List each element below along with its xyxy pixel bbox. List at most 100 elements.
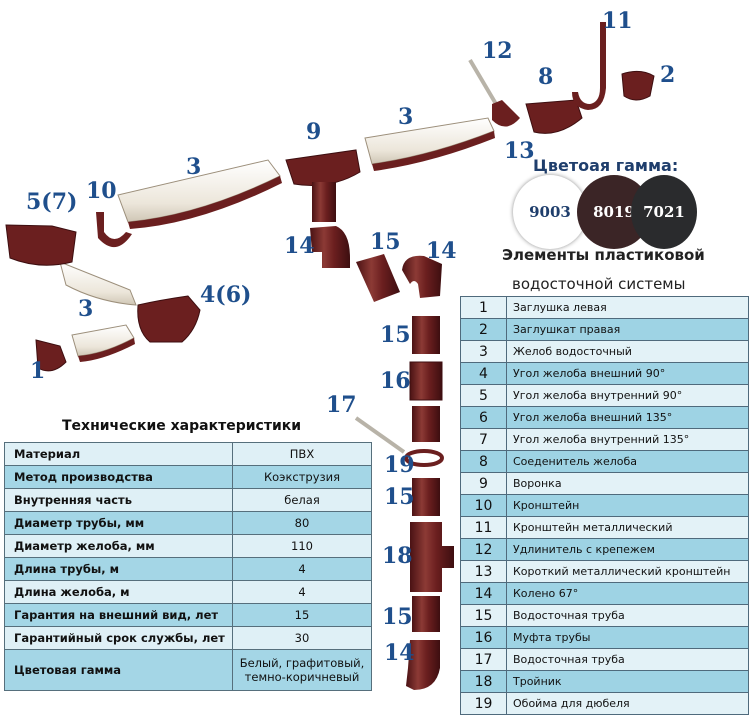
label-3-a: 3	[186, 154, 202, 180]
spec-name: Внутренняя часть	[4, 488, 233, 512]
label-4-6: 4(6)	[200, 282, 252, 308]
funnel-9	[285, 149, 361, 222]
spec-name: Материал	[4, 442, 233, 466]
label-3-b: 3	[78, 296, 94, 322]
parts-row: 13 Короткий металлический кронштейн	[460, 560, 749, 583]
part-number: 9	[460, 472, 507, 495]
label-18: 18	[382, 543, 413, 569]
label-8: 8	[538, 64, 554, 90]
bracket-10	[96, 212, 132, 248]
label-15-c: 15	[384, 484, 415, 510]
gutter-corner-4-6	[137, 295, 201, 343]
label-9: 9	[306, 119, 322, 145]
part-number: 18	[460, 670, 507, 693]
part-number: 7	[460, 428, 507, 451]
pipe-15-c	[412, 478, 440, 516]
label-15-b: 15	[380, 322, 411, 348]
spec-value: 110	[232, 534, 372, 558]
spec-name: Гарантийный срок службы, лет	[4, 626, 233, 650]
label-14-b: 14	[426, 238, 457, 264]
label-17: 17	[326, 392, 357, 418]
part-number: 19	[460, 692, 507, 715]
part-number: 14	[460, 582, 507, 605]
swatch-9003: 9003	[513, 175, 587, 249]
gutter-connector-8	[525, 99, 583, 134]
elbow-14-top	[402, 255, 442, 298]
end-cap-right-2	[621, 70, 655, 101]
label-5-7: 5(7)	[26, 189, 78, 215]
part-number: 1	[460, 296, 507, 319]
pipe-15-b	[412, 406, 440, 442]
part-label: Муфта трубы	[506, 626, 749, 649]
part-label: Тройник	[506, 670, 749, 693]
part-label: Угол желоба внутренний 90°	[506, 384, 749, 407]
label-10: 10	[86, 178, 117, 204]
spec-value: Белый, графитовый, темно-коричневый	[232, 649, 372, 691]
part-number: 3	[460, 340, 507, 363]
part-number: 5	[460, 384, 507, 407]
label-14-a: 14	[284, 233, 315, 259]
specs-title: Технические характеристики	[62, 418, 302, 434]
label-16: 16	[380, 368, 411, 394]
part-label: Кронштейн	[506, 494, 749, 517]
spec-value: ПВХ	[232, 442, 372, 466]
label-2: 2	[660, 62, 676, 88]
part-label: Заглушка левая	[506, 296, 749, 319]
label-3-c: 3	[398, 104, 414, 130]
label-1: 1	[30, 358, 46, 384]
color-gamut-title: Цветоая гамма:	[533, 156, 679, 175]
label-15-d: 15	[382, 604, 413, 630]
spec-name: Гарантия на внешний вид, лет	[4, 603, 233, 627]
spec-name: Диаметр трубы, мм	[4, 511, 233, 535]
part-label: Угол желоба внешний 90°	[506, 362, 749, 385]
part-number: 15	[460, 604, 507, 627]
spec-value: 4	[232, 580, 372, 604]
part-label: Короткий металлический кронштейн	[506, 560, 749, 583]
part-number: 10	[460, 494, 507, 517]
tee-18	[410, 522, 454, 592]
gutter-corner-5-7	[5, 224, 77, 266]
part-label: Воронка	[506, 472, 749, 495]
gutter-part-3-short	[71, 324, 135, 362]
end-cap-left-1	[35, 339, 67, 372]
metal-bracket-11	[572, 22, 606, 110]
label-15-a: 15	[370, 229, 401, 255]
part-label: Заглушкат правая	[506, 318, 749, 341]
pipe-15-a	[412, 316, 440, 354]
part-number: 16	[460, 626, 507, 649]
part-label: Водосточная труба	[506, 648, 749, 671]
spec-name: Длина трубы, м	[4, 557, 233, 581]
spec-value: 4	[232, 557, 372, 581]
label-19: 19	[384, 452, 415, 478]
coupling-16	[409, 361, 443, 401]
extender-12	[468, 58, 520, 127]
system-title-line1: Элементы пластиковой	[502, 246, 705, 264]
part-number: 11	[460, 516, 507, 539]
part-number: 12	[460, 538, 507, 561]
part-number: 17	[460, 648, 507, 671]
spec-value: 15	[232, 603, 372, 627]
spec-value: 30	[232, 626, 372, 650]
